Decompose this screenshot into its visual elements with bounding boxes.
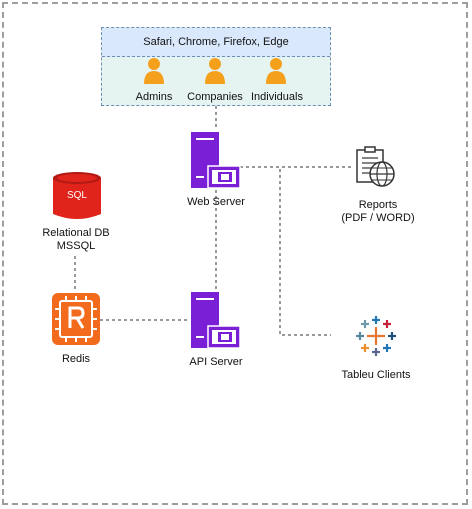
companies-label: Companies [187,91,243,103]
admins-label: Admins [135,91,173,103]
admins-user-icon [144,58,164,84]
db-icon-text: SQL [66,190,87,201]
individuals-user-icon [266,58,286,84]
database-icon [53,172,101,219]
reports-icon [356,146,395,187]
browsers-label: Safari, Chrome, Firefox, Edge [102,28,330,57]
reports-label-line2: (PDF / WORD) [341,212,415,224]
redis-label: Redis [61,353,91,365]
api-server-label: API Server [189,356,243,368]
clients-box: Safari, Chrome, Firefox, Edge [101,27,331,106]
individuals-label: Individuals [251,91,303,103]
diagram-frame [2,2,468,505]
db-label-line1: Relational DB [42,227,110,239]
connector-web-tableau [240,166,331,336]
web-server-icon [191,132,241,189]
api-server-icon [191,292,241,349]
tableau-label: Tableu Clients [341,369,411,381]
redis-icon [52,293,100,345]
tableau-icon [356,316,396,356]
reports-label-line1: Reports [358,199,398,211]
db-label-line2: MSSQL [56,240,96,252]
companies-user-icon [205,58,225,84]
web-server-label: Web Server [187,196,245,208]
